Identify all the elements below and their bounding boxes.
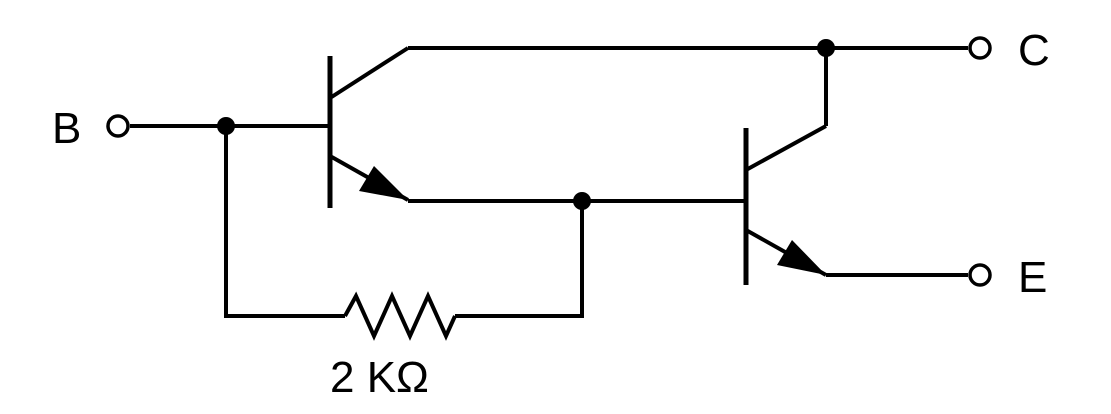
collector-terminal[interactable] <box>968 36 992 60</box>
collector-junction-dot <box>817 39 835 57</box>
collector-bus-wire <box>408 46 968 126</box>
mid-junction-dot <box>573 192 591 210</box>
q1-emitter-arrow-icon <box>359 166 408 200</box>
resistor-value-label: 2 KΩ <box>330 353 429 402</box>
q1-collector-lead <box>328 46 410 100</box>
transistor-q1 <box>327 46 410 208</box>
base-terminal-label: B <box>52 104 81 153</box>
q2-emitter-arrow-icon <box>777 240 826 275</box>
transistor-q2 <box>743 124 827 285</box>
base-terminal[interactable] <box>106 114 130 138</box>
collector-terminal-label: C <box>1018 26 1050 75</box>
q2-collector-lead <box>745 124 827 172</box>
resistor-branch-wire <box>224 126 584 318</box>
resistor-symbol <box>343 291 457 341</box>
emitter-terminal[interactable] <box>968 263 992 287</box>
emitter-terminal-label: E <box>1018 253 1047 302</box>
